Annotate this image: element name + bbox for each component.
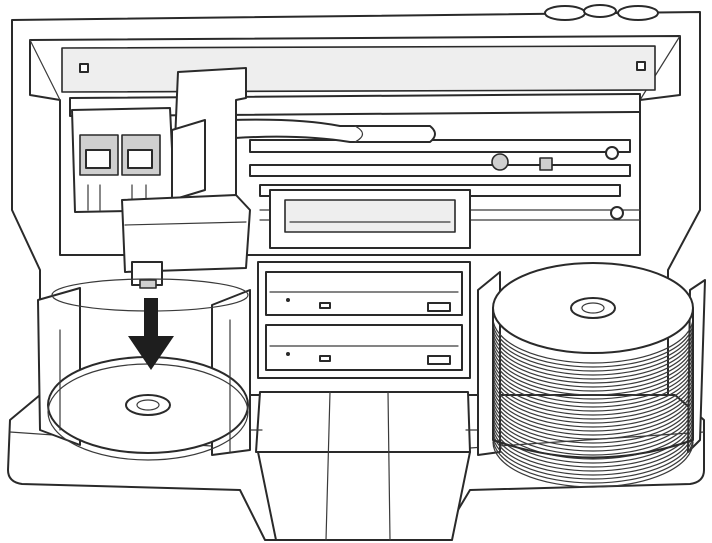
disc-edge	[492, 333, 694, 380]
disc-edge	[492, 365, 694, 412]
disc-edge	[492, 373, 694, 420]
right-disc-bin	[477, 262, 706, 488]
print-tray	[269, 189, 471, 249]
disc-edge	[492, 321, 694, 368]
disc-edge	[492, 417, 694, 464]
disc-edge	[492, 393, 694, 440]
ink-cartridges	[71, 107, 176, 213]
disc-edge	[492, 401, 694, 448]
disc-edge	[492, 325, 694, 372]
disc-edge	[492, 421, 694, 468]
disc-edge	[492, 369, 694, 416]
robotic-picker-arm	[121, 67, 251, 289]
disc-stack	[492, 317, 694, 488]
disc-edge	[492, 361, 694, 408]
optical-drive-lower	[265, 324, 463, 371]
output-tray	[249, 391, 479, 541]
disc-edge	[492, 329, 694, 376]
disc-edge	[492, 413, 694, 460]
disc-edge	[492, 441, 694, 488]
disc-edge	[492, 425, 694, 472]
disc-edge	[492, 409, 694, 456]
disc-edge	[492, 437, 694, 484]
disc-edge	[492, 341, 694, 388]
left-disc-bin	[37, 278, 251, 461]
disc-edge	[492, 381, 694, 428]
disc-edge	[492, 349, 694, 396]
disc-edge	[492, 397, 694, 444]
optical-drive-upper	[265, 271, 463, 316]
ribbon-cable	[229, 118, 436, 143]
disc-edge	[492, 353, 694, 400]
inner-cover-panel	[61, 45, 656, 93]
disc-edge	[492, 433, 694, 480]
disc-edge	[492, 357, 694, 404]
disc-edge	[492, 385, 694, 432]
disc-edge	[492, 377, 694, 424]
disc-edge	[492, 405, 694, 452]
top-control-buttons	[544, 4, 659, 21]
disc-edge	[492, 345, 694, 392]
down-arrow-icon	[128, 298, 174, 370]
disc-edge	[492, 389, 694, 436]
disc-edge	[492, 317, 694, 364]
optical-drives	[257, 261, 471, 379]
disc-edge	[492, 429, 694, 476]
disc-edge	[492, 337, 694, 384]
